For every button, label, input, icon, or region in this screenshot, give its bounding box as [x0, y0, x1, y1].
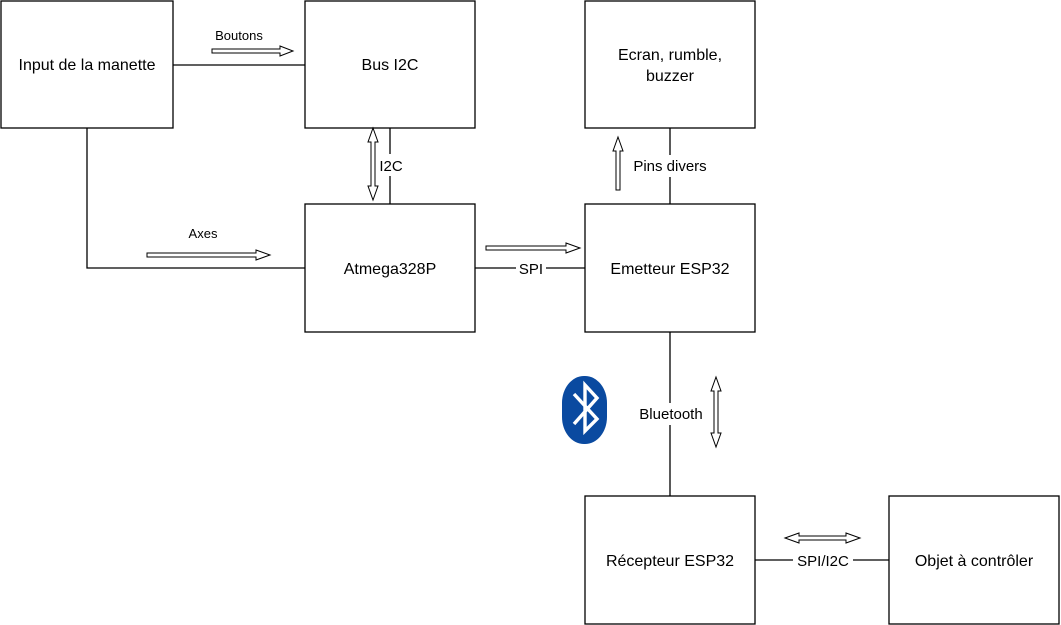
bluetooth-icon	[562, 376, 607, 444]
node-bus-i2c: Bus I2C	[304, 0, 476, 129]
node-objet: Objet à contrôler	[888, 495, 1060, 625]
node-objet-label: Objet à contrôler	[915, 553, 1034, 570]
axes-arrow	[146, 249, 272, 261]
edge-label-bluetooth: Bluetooth	[639, 406, 702, 423]
node-emetteur: Emetteur ESP32	[584, 203, 756, 333]
bluetooth-arrow	[710, 375, 722, 449]
node-emetteur-label: Emetteur ESP32	[610, 261, 729, 278]
node-bus-i2c-label: Bus I2C	[362, 57, 419, 74]
edge-label-spi-i2c: SPI/I2C	[797, 553, 849, 570]
i2c-arrow	[367, 126, 379, 202]
edge-label-pins: Pins divers	[633, 158, 706, 175]
node-ecran-label-line2: buzzer	[646, 68, 695, 85]
pins-arrow	[612, 135, 624, 191]
node-atmega-label: Atmega328P	[344, 261, 437, 278]
node-recepteur: Récepteur ESP32	[584, 495, 756, 625]
boutons-arrow	[211, 45, 295, 57]
spi-i2c-arrow	[783, 532, 862, 544]
edge-label-spi: SPI	[519, 261, 543, 278]
node-atmega: Atmega328P	[304, 203, 476, 333]
node-ecran: Ecran, rumble, buzzer	[584, 0, 756, 129]
node-recepteur-label: Récepteur ESP32	[606, 553, 734, 570]
edge-label-boutons: Boutons	[215, 28, 263, 43]
line-input-atmega	[86, 128, 305, 269]
connector-lines	[86, 64, 889, 561]
edge-label-i2c: I2C	[379, 158, 403, 175]
spi-arrow	[485, 242, 582, 254]
node-input: Input de la manette	[0, 0, 174, 129]
node-ecran-label-line1: Ecran, rumble,	[618, 47, 722, 64]
node-input-label: Input de la manette	[19, 57, 156, 74]
edge-label-axes: Axes	[189, 226, 218, 241]
